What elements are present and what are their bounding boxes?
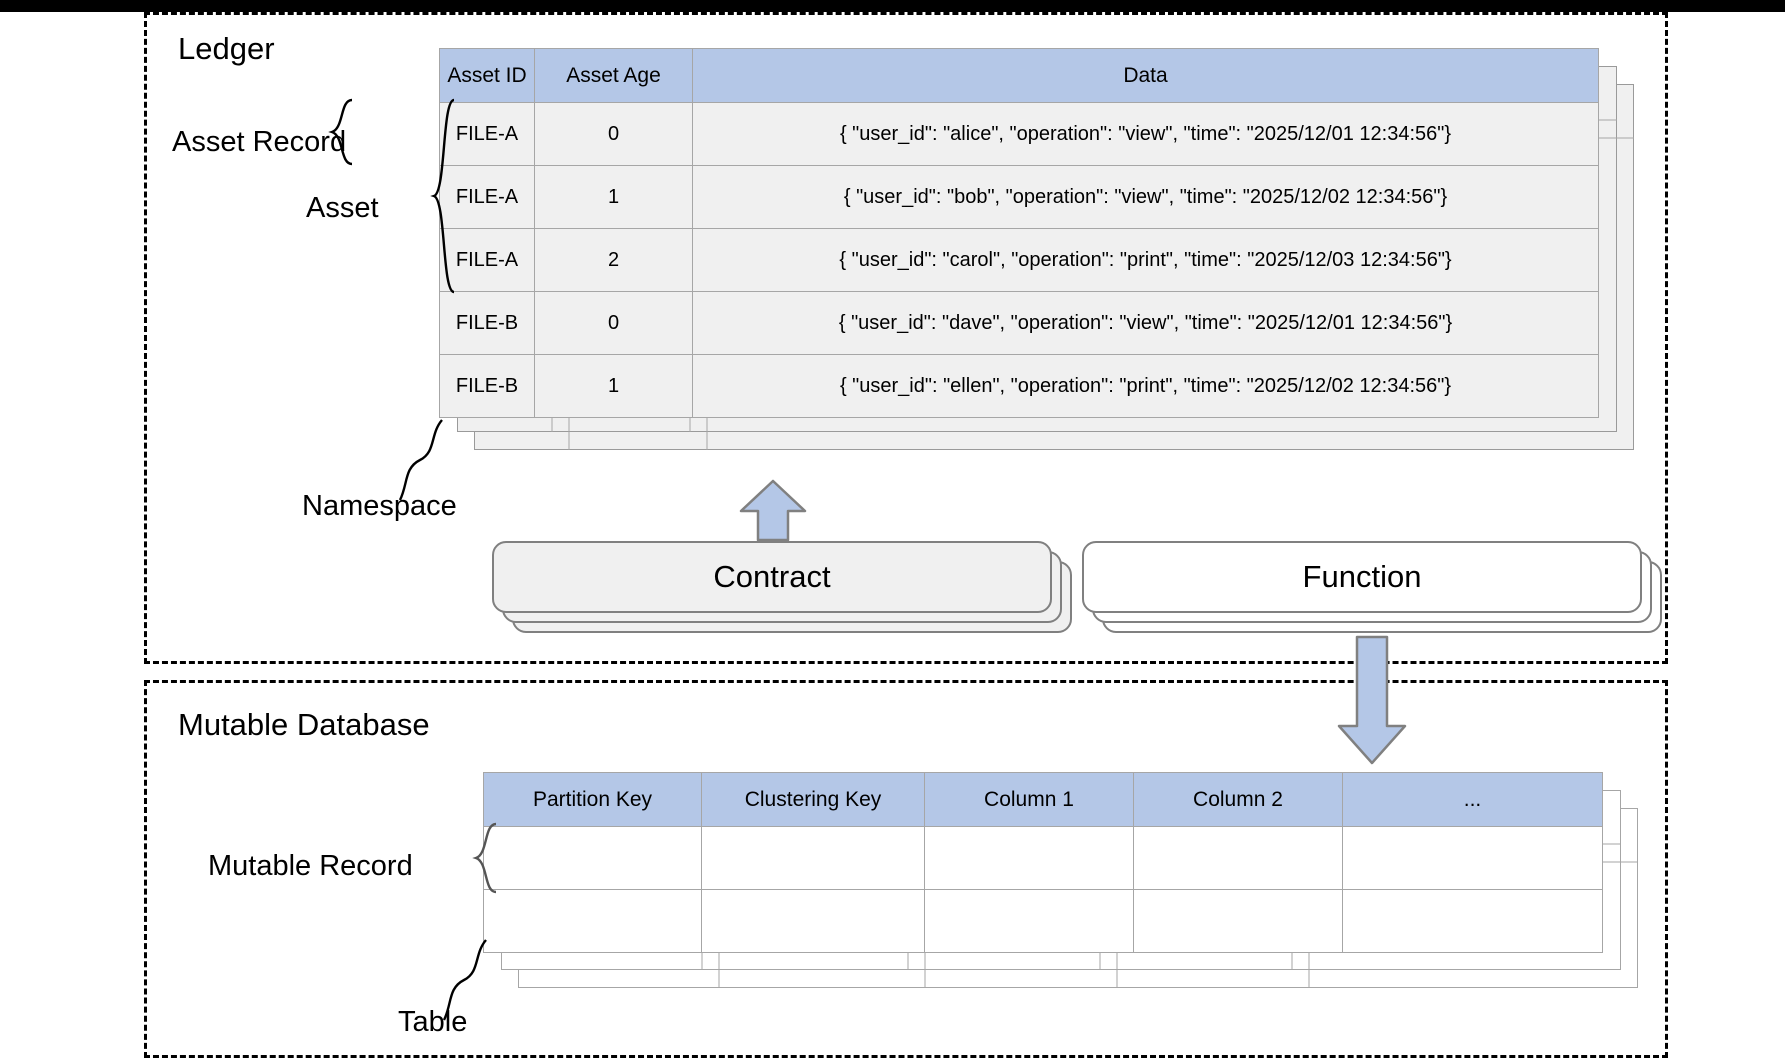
ledger-table-wrapper: Asset ID Asset Age Data FILE-A 0 { "user… xyxy=(439,48,1599,418)
function-label: Function xyxy=(1302,559,1422,594)
mutable-col-column-2: Column 2 xyxy=(1133,772,1343,827)
cell-more xyxy=(1342,826,1603,890)
ledger-region xyxy=(144,12,1668,664)
ledger-col-data: Data xyxy=(692,48,1599,103)
cell-asset-age: 0 xyxy=(534,102,693,166)
cell-partition-key xyxy=(483,826,702,890)
cell-column-2 xyxy=(1133,826,1343,890)
cell-column-2 xyxy=(1133,889,1343,953)
cell-data: { "user_id": "bob", "operation": "view",… xyxy=(692,165,1599,229)
cell-clustering-key xyxy=(701,889,925,953)
cell-more xyxy=(1342,889,1603,953)
asset-record-label: Asset Record xyxy=(172,126,347,158)
cell-asset-age: 1 xyxy=(534,165,693,229)
mutable-record-brace xyxy=(472,822,497,894)
mutable-table: Partition Key Clustering Key Column 1 Co… xyxy=(483,772,1603,953)
table-row: FILE-A 0 { "user_id": "alice", "operatio… xyxy=(439,102,1599,166)
cell-data: { "user_id": "ellen", "operation": "prin… xyxy=(692,354,1599,418)
cell-partition-key xyxy=(483,889,702,953)
table-leader-line xyxy=(442,939,487,1021)
table-row xyxy=(483,826,1603,890)
ledger-col-asset-age: Asset Age xyxy=(534,48,693,103)
cell-asset-id: FILE-B xyxy=(439,291,535,355)
cell-column-1 xyxy=(924,889,1134,953)
cell-asset-id: FILE-B xyxy=(439,354,535,418)
function-box[interactable]: Function xyxy=(1082,541,1642,613)
mutable-col-clustering-key: Clustering Key xyxy=(701,772,925,827)
cell-data: { "user_id": "alice", "operation": "view… xyxy=(692,102,1599,166)
asset-record-brace xyxy=(328,98,353,166)
top-black-bar xyxy=(0,0,1785,12)
cell-clustering-key xyxy=(701,826,925,890)
mutable-table-header-row: Partition Key Clustering Key Column 1 Co… xyxy=(483,772,1603,827)
mutable-database-region-title: Mutable Database xyxy=(178,707,430,742)
table-row: FILE-A 1 { "user_id": "bob", "operation"… xyxy=(439,165,1599,229)
mutable-database-region xyxy=(144,680,1668,1058)
mutable-record-label: Mutable Record xyxy=(208,850,413,882)
contract-label: Contract xyxy=(713,559,831,594)
table-row: FILE-B 0 { "user_id": "dave", "operation… xyxy=(439,291,1599,355)
cell-asset-age: 1 xyxy=(534,354,693,418)
mutable-col-ellipsis: ... xyxy=(1342,772,1603,827)
cell-data: { "user_id": "carol", "operation": "prin… xyxy=(692,228,1599,292)
ledger-table: Asset ID Asset Age Data FILE-A 0 { "user… xyxy=(439,48,1599,418)
cell-data: { "user_id": "dave", "operation": "view"… xyxy=(692,291,1599,355)
asset-brace xyxy=(430,98,455,294)
cell-asset-age: 2 xyxy=(534,228,693,292)
namespace-leader-line xyxy=(398,419,443,501)
up-arrow-contract-to-ledger xyxy=(739,479,807,542)
ledger-col-asset-id: Asset ID xyxy=(439,48,535,103)
table-row xyxy=(483,889,1603,953)
mutable-table-wrapper: Partition Key Clustering Key Column 1 Co… xyxy=(483,772,1603,953)
namespace-label: Namespace xyxy=(302,490,457,522)
mutable-col-partition-key: Partition Key xyxy=(483,772,702,827)
asset-label: Asset xyxy=(306,192,379,224)
cell-asset-id: FILE-A xyxy=(439,102,535,166)
ledger-table-header-row: Asset ID Asset Age Data xyxy=(439,48,1599,103)
down-arrow-function-to-mutable-db xyxy=(1337,635,1407,765)
cell-column-1 xyxy=(924,826,1134,890)
table-label: Table xyxy=(398,1006,468,1038)
table-row: FILE-A 2 { "user_id": "carol", "operatio… xyxy=(439,228,1599,292)
contract-box[interactable]: Contract xyxy=(492,541,1052,613)
mutable-col-column-1: Column 1 xyxy=(924,772,1134,827)
table-row: FILE-B 1 { "user_id": "ellen", "operatio… xyxy=(439,354,1599,418)
ledger-region-title: Ledger xyxy=(178,31,275,66)
cell-asset-age: 0 xyxy=(534,291,693,355)
